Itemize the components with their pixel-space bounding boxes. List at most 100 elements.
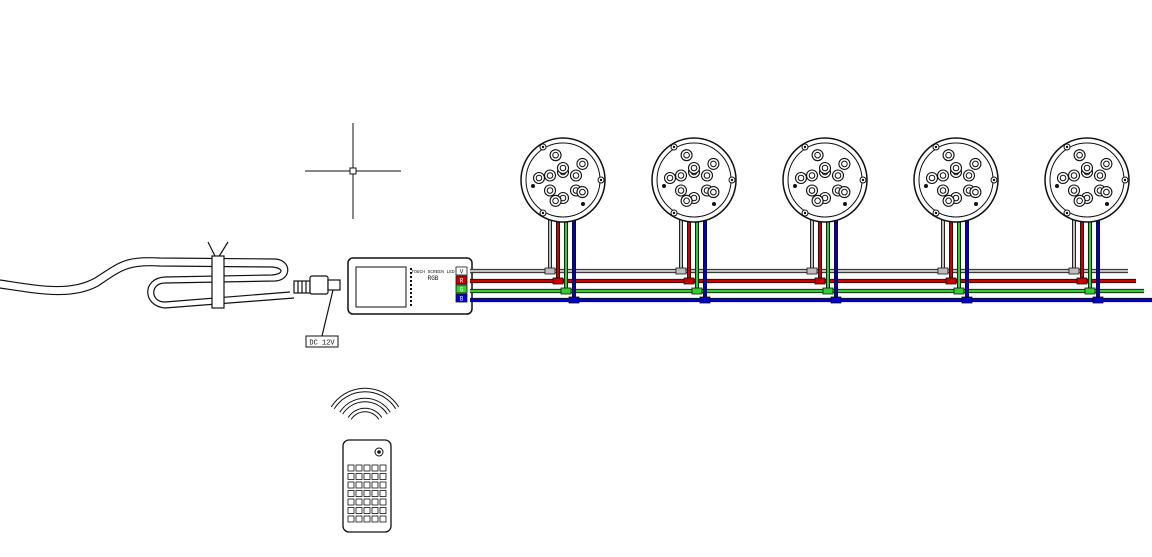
led xyxy=(942,149,955,162)
mounting-screw-center xyxy=(803,145,807,149)
signal-arc xyxy=(331,388,399,409)
led xyxy=(576,186,589,199)
remote-key xyxy=(363,464,371,472)
led-lens xyxy=(683,197,690,205)
led xyxy=(811,194,824,207)
led-lens xyxy=(683,151,690,159)
wire-connector xyxy=(691,287,703,295)
remote-key xyxy=(363,498,371,506)
housing-hole xyxy=(1105,202,1109,206)
mounting-screw-center xyxy=(934,211,938,215)
led xyxy=(942,194,955,207)
mounting-screw-center xyxy=(599,178,603,182)
led xyxy=(1100,186,1113,199)
led-lens xyxy=(546,172,554,179)
led-lens xyxy=(939,172,947,179)
remote-control-icon xyxy=(342,439,392,533)
signal-arc xyxy=(340,398,390,414)
led xyxy=(576,157,589,170)
remote-key xyxy=(355,481,363,489)
wire-connector xyxy=(699,296,711,304)
mounting-screw-center xyxy=(672,145,676,149)
signal-arc xyxy=(348,408,382,420)
led-lens xyxy=(808,187,816,194)
remote-key xyxy=(363,473,371,480)
led-lens xyxy=(690,164,698,172)
led-lens xyxy=(972,160,979,168)
led-lens xyxy=(808,172,816,179)
wire-connector xyxy=(953,287,965,295)
led xyxy=(962,169,976,182)
wire-connector xyxy=(552,277,564,285)
led-lens xyxy=(939,187,947,194)
housing-hole xyxy=(531,184,535,188)
led-lens xyxy=(972,188,979,196)
led-lens xyxy=(945,197,952,205)
remote-key xyxy=(379,507,387,514)
led-lens xyxy=(834,172,842,179)
remote-key xyxy=(379,473,387,480)
led xyxy=(805,184,819,197)
led xyxy=(1073,194,1086,207)
remote-key xyxy=(371,464,379,472)
led-light xyxy=(651,137,737,304)
wire-connector xyxy=(945,277,957,285)
led-lens xyxy=(1070,172,1078,179)
led-lens xyxy=(814,151,821,159)
led-lens xyxy=(677,187,685,194)
led xyxy=(680,194,693,207)
housing-hole xyxy=(924,184,928,188)
wire-connector xyxy=(814,277,826,285)
wire-connector xyxy=(806,267,818,275)
led-lens xyxy=(703,172,711,179)
led xyxy=(700,169,714,182)
led xyxy=(663,171,677,185)
mounting-screw-center xyxy=(1123,178,1127,182)
led-lens xyxy=(1096,172,1104,179)
led-lens xyxy=(1070,187,1078,194)
remote-key xyxy=(355,515,363,523)
mounting-screw-center xyxy=(803,211,807,215)
remote-key xyxy=(355,498,363,506)
led xyxy=(549,194,562,207)
led-lens xyxy=(710,188,717,196)
remote-key xyxy=(379,490,387,497)
remote-key xyxy=(347,464,355,472)
led xyxy=(1073,149,1086,162)
led-light xyxy=(520,137,606,304)
wire-connector xyxy=(822,287,834,295)
mounting-screw-center xyxy=(1065,145,1069,149)
led xyxy=(532,171,546,185)
led xyxy=(925,171,939,185)
led xyxy=(674,184,688,197)
mounting-screw-center xyxy=(934,145,938,149)
led-light xyxy=(913,137,999,304)
remote-key xyxy=(355,507,363,514)
wire-connector xyxy=(544,267,556,275)
remote-key xyxy=(379,515,387,523)
led xyxy=(1067,169,1081,182)
led xyxy=(936,184,950,197)
led xyxy=(969,157,982,170)
led xyxy=(936,169,950,182)
led-lens xyxy=(1076,197,1083,205)
remote-key xyxy=(371,481,379,489)
led-light xyxy=(782,137,868,304)
led xyxy=(543,184,557,197)
led xyxy=(831,169,845,182)
led-lens xyxy=(797,174,805,182)
mounting-screw-center xyxy=(730,178,734,182)
power-label-text: DC 12V xyxy=(309,340,335,348)
led-lens xyxy=(1103,188,1110,196)
remote-key xyxy=(371,515,379,523)
led-lens xyxy=(572,172,580,179)
terminal-b-label: B xyxy=(460,296,464,303)
wire-connector xyxy=(830,296,842,304)
led xyxy=(556,161,570,175)
led xyxy=(949,161,963,175)
led-lens xyxy=(814,197,821,205)
mounting-screw-center xyxy=(541,211,545,215)
led-lens xyxy=(579,188,586,196)
remote-key xyxy=(347,490,355,497)
led xyxy=(549,149,562,162)
